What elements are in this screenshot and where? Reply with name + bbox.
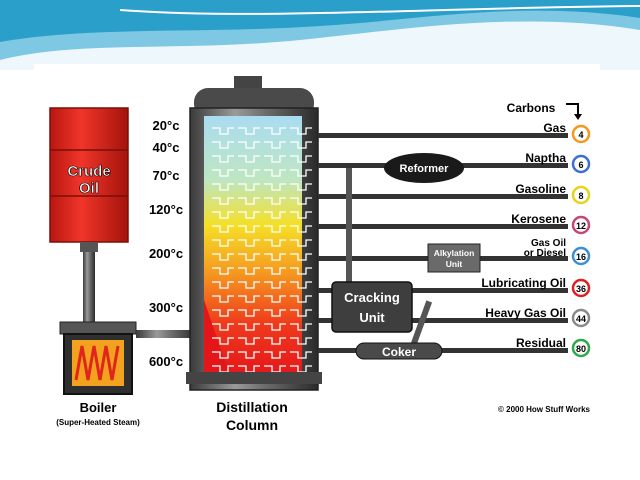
product-gas-oil-2: or Diesel xyxy=(524,248,566,259)
carbon-badges: 4 6 8 12 16 36 44 80 xyxy=(571,124,591,358)
badge-residual-value: 80 xyxy=(576,344,586,354)
product-kerosene: Kerosene xyxy=(511,212,566,226)
alkylation-label-2: Unit xyxy=(446,259,463,269)
carbons-label: Carbons xyxy=(507,101,556,115)
steam-pipe xyxy=(136,330,196,338)
reformer-label: Reformer xyxy=(400,163,450,175)
column-label-1: Distillation xyxy=(216,399,288,415)
column-label-2: Column xyxy=(226,417,278,433)
temp-600: 600°c xyxy=(149,354,183,369)
badge-kerosene: 12 xyxy=(571,215,591,235)
pipe-lubricating-oil xyxy=(318,288,568,293)
reformer-unit: Reformer xyxy=(384,153,464,183)
badge-lubricating-oil-value: 36 xyxy=(576,284,586,294)
badge-heavy-gas-oil: 44 xyxy=(571,308,591,328)
temp-300: 300°c xyxy=(149,300,183,315)
badge-heavy-gas-oil-value: 44 xyxy=(576,314,586,324)
product-gas: Gas xyxy=(543,121,566,135)
coker-unit: Coker xyxy=(355,342,443,360)
alkylation-unit: Alkylation Unit xyxy=(427,243,481,273)
product-lubricating-oil: Lubricating Oil xyxy=(481,276,566,290)
crude-oil-label-2: Oil xyxy=(79,180,99,197)
temp-200: 200°c xyxy=(149,246,183,261)
temp-70: 70°c xyxy=(153,168,180,183)
temperature-scale: 20°c 40°c 70°c 120°c 200°c 300°c 600°c xyxy=(149,118,183,369)
product-heavy-gas-oil: Heavy Gas Oil xyxy=(485,306,566,320)
badge-gas: 4 xyxy=(571,124,591,144)
cracking-unit: Cracking Unit xyxy=(331,281,413,333)
temp-40: 40°c xyxy=(153,140,180,155)
badge-gas-oil-value: 16 xyxy=(576,252,586,262)
product-labels: Gas Naptha Gasoline Kerosene Gas Oil or … xyxy=(481,121,566,350)
badge-gas-value: 4 xyxy=(578,130,583,140)
pipe-kerosene xyxy=(318,224,568,229)
header-waves xyxy=(0,0,640,70)
boiler: Boiler (Super-Heated Steam) xyxy=(56,321,196,427)
product-gas-oil-1: Gas Oil xyxy=(531,238,566,249)
temp-20: 20°c xyxy=(153,118,180,133)
product-gasoline: Gasoline xyxy=(515,182,566,196)
copyright: © 2000 How Stuff Works xyxy=(498,405,591,414)
badge-residual: 80 xyxy=(571,338,591,358)
badge-naptha: 6 xyxy=(571,154,591,174)
product-naptha: Naptha xyxy=(525,151,566,165)
badge-gas-oil: 16 xyxy=(571,246,591,266)
pipe-heavy-gas-oil xyxy=(318,318,568,323)
pipe-gasoline xyxy=(318,194,568,199)
boiler-sublabel: (Super-Heated Steam) xyxy=(56,418,140,427)
product-residual: Residual xyxy=(516,336,566,350)
cracking-label-1: Cracking xyxy=(344,290,400,305)
badge-naptha-value: 6 xyxy=(578,160,583,170)
badge-gasoline: 8 xyxy=(571,185,591,205)
pipe-gas-oil xyxy=(318,256,428,261)
cracking-label-2: Unit xyxy=(359,310,385,325)
badge-gasoline-value: 8 xyxy=(578,191,583,201)
badge-kerosene-value: 12 xyxy=(576,221,586,231)
temp-120: 120°c xyxy=(149,202,183,217)
coker-label: Coker xyxy=(382,345,416,359)
badge-lubricating-oil: 36 xyxy=(571,278,591,298)
crude-feed-pipe xyxy=(83,252,95,324)
boiler-label: Boiler xyxy=(80,400,117,415)
carbons-header: Carbons xyxy=(507,101,582,120)
pipe-gas xyxy=(318,133,568,138)
alkylation-label-1: Alkylation xyxy=(434,248,475,258)
distillation-column: Distillation Column xyxy=(186,76,322,433)
crude-oil-tank: Crude Oil xyxy=(49,107,129,324)
pipe-residual xyxy=(318,348,568,353)
crude-oil-label-1: Crude xyxy=(67,163,110,180)
